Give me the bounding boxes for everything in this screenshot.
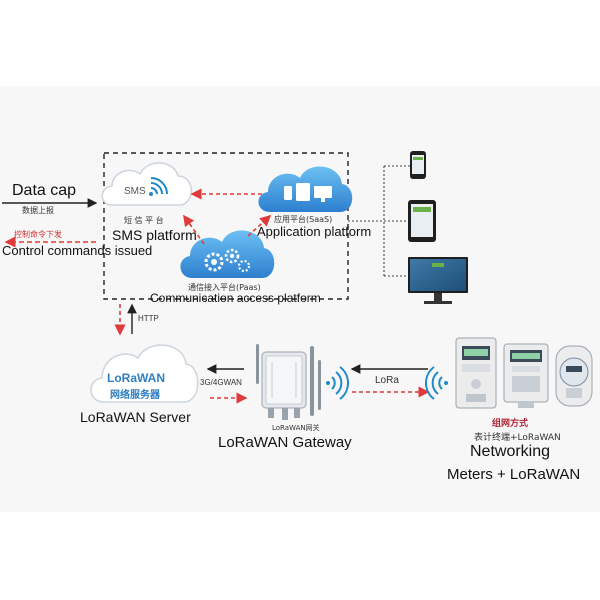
- arrow-comm-to-sms: [183, 214, 205, 245]
- monitor-device: [408, 257, 468, 304]
- server-zh-label: 网络服务器: [110, 390, 160, 401]
- sms-cloud: [101, 162, 193, 206]
- platform-boundary-box: [103, 152, 349, 300]
- networking-subtitle: Meters + LoRaWAN: [447, 466, 581, 483]
- mobile-phone-icon: [284, 186, 292, 200]
- communication-cloud: [180, 230, 275, 278]
- lorawan-gateway-label: LoRaWAN Gateway: [218, 434, 352, 451]
- electricity-meter-icon: [455, 337, 497, 409]
- communication-platform-label: Communication access platform: [150, 291, 321, 305]
- communication-zh-label: 通信接入平台(Paas): [188, 283, 261, 292]
- gateway-zh-label: LoRaWAN网关: [272, 424, 320, 432]
- tablet-icon: [296, 183, 310, 201]
- http-label: HTTP: [138, 314, 159, 323]
- monitor-icon: [314, 186, 332, 198]
- data-cap-label: Data cap: [12, 182, 77, 199]
- application-platform-label: Application platform: [257, 224, 372, 239]
- sms-zh-label: 短 信 平 台: [124, 216, 164, 225]
- device-connectors: [348, 165, 410, 277]
- gateway-device-icon: [256, 344, 321, 420]
- networking-zh-sub: 表计终端+LoRaWAN: [474, 433, 561, 443]
- diagram-background: [0, 86, 600, 512]
- server-title: LoRaWAN: [107, 371, 165, 385]
- sms-platform-label: SMS platform: [112, 227, 197, 243]
- networking-title: Networking: [470, 443, 551, 460]
- application-zh-label: 应用平台(SaaS): [274, 215, 333, 224]
- networking-zh-title: 组网方式: [492, 419, 529, 429]
- electricity-meter-icon: [555, 345, 593, 407]
- radio-wave-icon: [326, 366, 349, 400]
- arrow-comm-to-app: [247, 214, 272, 237]
- application-cloud: [258, 166, 353, 212]
- control-zh-label: 控制命令下发: [14, 230, 62, 239]
- mobile-phone-device: [410, 151, 426, 179]
- lorawan-server-label: LoRaWAN Server: [80, 409, 191, 425]
- sms-cloud-text: SMS: [124, 186, 146, 197]
- lorawan-server-cloud: [90, 344, 199, 403]
- control-commands-label: Control commands issued: [2, 243, 153, 258]
- electricity-meter-icon: [503, 343, 549, 408]
- tablet-device: [408, 200, 436, 242]
- lora-label: LoRa: [375, 375, 399, 386]
- radio-wave-icon: [425, 366, 448, 400]
- data-upload-zh-label: 数据上报: [22, 206, 54, 215]
- link-3g4g-label: 3G/4GWAN: [200, 378, 242, 387]
- wifi-signal-icon: [149, 177, 168, 196]
- gear-icon: [204, 248, 251, 273]
